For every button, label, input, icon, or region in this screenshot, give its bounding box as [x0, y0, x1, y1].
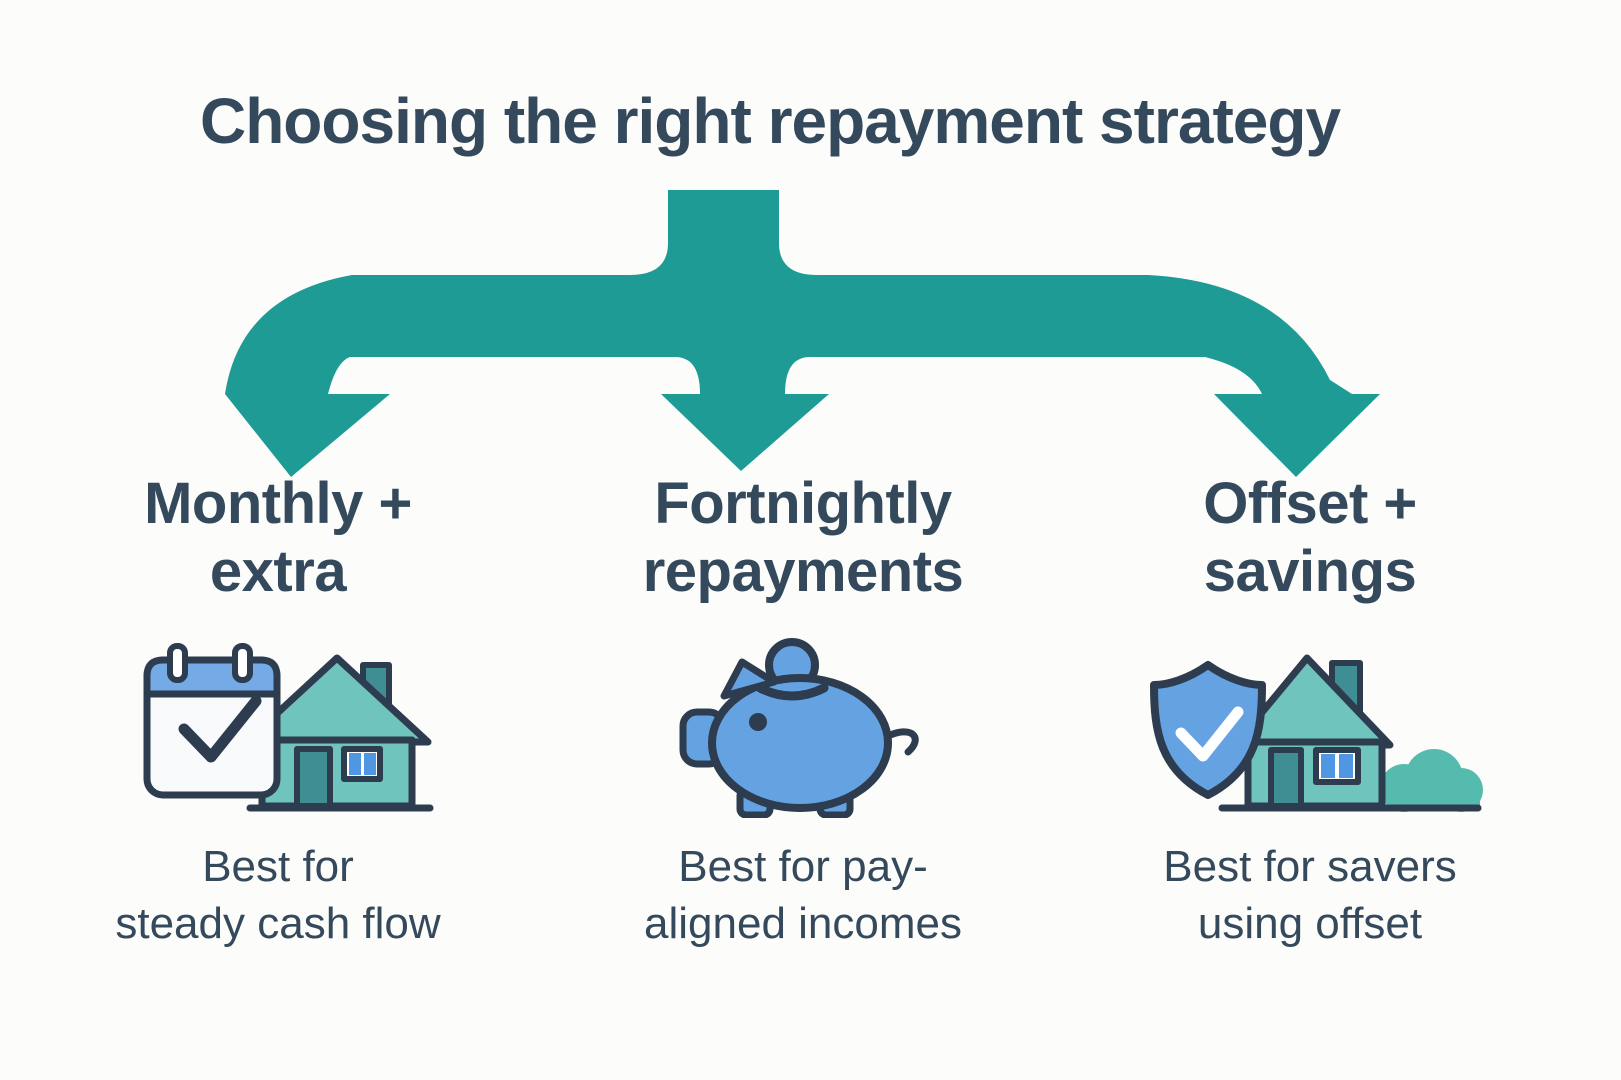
house-body — [258, 736, 416, 810]
branch-heading-line2: extra — [209, 539, 347, 604]
window-pane — [1321, 754, 1335, 778]
window-pane — [349, 753, 361, 775]
house-door — [1268, 747, 1304, 809]
branch-caption-line1: Best for pay- — [678, 842, 928, 891]
branch-heading: Monthly + extra — [48, 470, 508, 606]
check-mark — [178, 695, 262, 763]
branch-heading-line1: Fortnightly — [654, 471, 952, 536]
branch-caption-line2: using offset — [1197, 899, 1423, 948]
house — [1218, 654, 1482, 812]
branch-caption: Best for pay- aligned incomes — [573, 838, 1033, 952]
branching-arrow-shape — [225, 190, 1380, 477]
bush — [1380, 749, 1483, 812]
branch-caption-line1: Best for savers — [1163, 842, 1457, 891]
branch-heading-line1: Monthly + — [144, 471, 412, 536]
calendar-ring — [232, 643, 253, 683]
branch-heading: Offset + savings — [1080, 470, 1540, 606]
branch-caption: Best for steady cash flow — [48, 838, 508, 952]
shield — [1150, 661, 1266, 799]
window-pane — [1339, 754, 1353, 778]
piggy-tail — [882, 728, 919, 756]
piggy-bank-icon — [679, 638, 919, 818]
house — [242, 654, 434, 812]
page-title: Choosing the right repayment strategy — [199, 85, 1341, 157]
branch-caption-line2: steady cash flow — [115, 899, 441, 948]
calendar-header — [143, 656, 281, 698]
branch-heading-line1: Offset + — [1203, 471, 1417, 536]
piggy-ear — [720, 658, 778, 700]
calendar-ring — [167, 643, 188, 683]
shield-check-mark — [1175, 706, 1244, 762]
branch-heading-line2: repayments — [642, 539, 964, 604]
piggy-body — [708, 674, 892, 812]
branch-caption: Best for savers using offset — [1080, 838, 1540, 952]
branch-caption-line2: aligned incomes — [644, 899, 962, 948]
house-door — [294, 746, 333, 809]
branch-caption-line1: Best for — [202, 842, 354, 891]
branch-heading: Fortnightly repayments — [573, 470, 1033, 606]
calendar — [143, 643, 281, 799]
branch-heading-line2: savings — [1203, 539, 1417, 604]
coin-slot — [755, 683, 829, 701]
shield-house-icon — [1150, 654, 1483, 812]
bush-base — [1390, 782, 1480, 806]
shield-shape — [1150, 661, 1266, 799]
window-pane — [364, 753, 376, 775]
calendar-house-icon — [143, 643, 434, 812]
piggy-eye — [749, 713, 767, 731]
